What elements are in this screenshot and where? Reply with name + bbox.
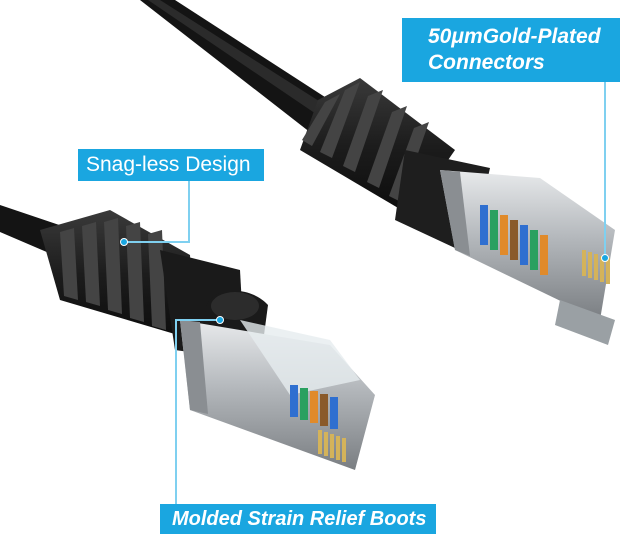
snag-callout-leader-vertical [188,181,190,242]
gold-callout-line-2: Connectors [428,51,545,74]
gold-callout-leader [604,82,606,258]
gold-plated-connectors-callout: 50μmGold-Plated Connectors [402,18,620,82]
upper-gold-contacts [582,250,610,284]
snag-callout-label: Snag-less Design [86,153,251,176]
snag-callout-anchor-dot [120,238,128,246]
gold-callout-line-1: 50μmGold-Plated [428,25,601,48]
upper-wire-bundle [480,205,548,275]
upper-cable [140,0,345,140]
snag-less-design-callout: Snag-less Design [78,149,264,181]
upper-rj45-connector [140,0,615,345]
boots-callout-leader-horizontal [175,319,220,321]
boots-callout-anchor-dot [216,316,224,324]
boots-callout-label: Molded Strain Relief Boots [172,508,427,530]
latch-clip [240,320,360,395]
lower-wire-bundle [290,385,338,429]
gold-callout-anchor-dot [601,254,609,262]
molded-strain-relief-boots-callout: Molded Strain Relief Boots [160,504,436,534]
lower-rj45-connector [0,205,375,470]
snag-callout-leader-horizontal [124,241,190,243]
lower-gold-contacts [318,430,346,462]
boots-callout-leader-vertical [175,320,177,504]
